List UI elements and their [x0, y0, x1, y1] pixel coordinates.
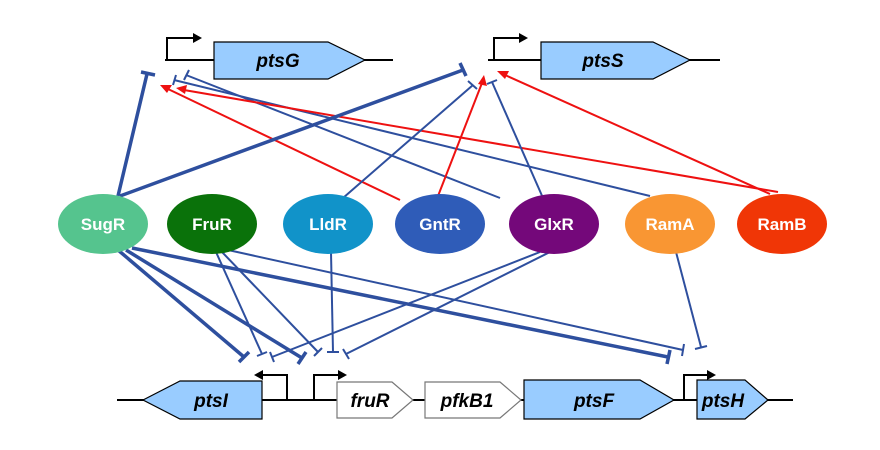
ptsG-promoter-arrowhead: [193, 33, 202, 43]
edge-RamA-ptsG-bar: [172, 74, 177, 86]
edge-SugR-ptsI-bar: [237, 350, 251, 364]
ptsS-operon: ptsS: [488, 33, 720, 80]
edge-SugR-ptsI: [116, 248, 246, 359]
node-LldR: LldR: [283, 194, 373, 254]
ptsS-label: ptsS: [581, 51, 624, 72]
bottom-operon: ptsI fruR pfkB1 ptsF ptsH: [117, 370, 793, 420]
node-GntR: GntR: [395, 194, 485, 254]
ptsI-promoter-arrowhead: [254, 370, 263, 380]
ptsH-promoter-arrow: [683, 374, 707, 400]
pfkB1-label: pfkB1: [440, 391, 494, 412]
fruR-gene-arrow: [336, 381, 414, 419]
ptsF-gene-arrow: [523, 379, 676, 420]
SugR-label: SugR: [81, 215, 125, 234]
edge-GlxR-fruR: [345, 251, 551, 355]
edge-SugR-fruR-bar: [296, 351, 308, 365]
edge-GntR-ptsS-head: [478, 75, 487, 86]
edge-SugR-ptsS-bar: [458, 62, 468, 77]
edge-SugR-ptsH-bar: [665, 349, 672, 365]
edge-GlxR-ptsS-bar: [486, 79, 498, 85]
ptsH-label: ptsH: [701, 391, 746, 412]
node-RamB: RamB: [737, 194, 827, 254]
regulatory-edges: [116, 62, 779, 365]
ptsG-gene-arrow: [213, 41, 367, 80]
SugR-ellipse: [58, 194, 148, 254]
RamA-ellipse: [625, 194, 715, 254]
GlxR-label: GlxR: [534, 215, 574, 234]
ptsI-promoter-arrow: [263, 374, 288, 400]
edge-FruR-fruR-bar: [313, 347, 323, 357]
edge-FruR-ptsI-bar: [256, 351, 268, 357]
ptsI-gene-arrow: [141, 380, 263, 420]
RamA-label: RamA: [645, 215, 694, 234]
FruR-ellipse: [167, 194, 257, 254]
ptsG-promoter-arrow: [166, 37, 193, 60]
edge-RamA-ptsH: [675, 251, 702, 348]
edge-RamB-ptsG: [183, 89, 779, 193]
edge-GlxR-ptsG: [185, 74, 501, 199]
edge-RamA-ptsH-bar: [694, 345, 708, 350]
ptsI-label: ptsI: [193, 391, 229, 412]
edge-FruR-ptsI: [215, 251, 263, 355]
LldR-label: LldR: [309, 215, 347, 234]
ptsH-gene-arrow: [696, 379, 769, 420]
pfkB1-gene-arrow: [424, 381, 522, 419]
edge-RamB-ptsG-head: [176, 85, 187, 94]
node-FruR: FruR: [167, 194, 257, 254]
edge-GlxR-ptsG-bar: [183, 69, 190, 81]
ptsH-promoter-arrowhead: [707, 370, 716, 380]
FruR-label: FruR: [192, 215, 232, 234]
edge-LldR-fruR: [330, 251, 334, 353]
ptsS-promoter-arrowhead: [519, 33, 528, 43]
LldR-ellipse: [283, 194, 373, 254]
edge-SugR-ptsS: [119, 68, 464, 198]
fruR-promoter-arrowhead: [338, 370, 347, 380]
edge-SugR-ptsG: [116, 73, 149, 197]
edge-SugR-fruR: [125, 248, 303, 360]
edge-GlxR-ptsI: [271, 251, 541, 358]
edge-GlxR-ptsS: [491, 81, 544, 199]
edge-FruR-fruR: [221, 251, 319, 353]
ptsF-label: ptsF: [573, 391, 616, 412]
GntR-ellipse: [395, 194, 485, 254]
edge-FruR-ptsH-bar: [681, 343, 685, 357]
node-GlxR: GlxR: [509, 194, 599, 254]
RamB-label: RamB: [757, 215, 806, 234]
edge-GntR-ptsG-head: [160, 85, 172, 93]
ptsG-label: ptsG: [255, 51, 300, 72]
edge-GlxR-ptsI-bar: [269, 351, 275, 363]
node-SugR: SugR: [58, 194, 148, 254]
fruR-label: fruR: [350, 391, 389, 412]
edge-RamB-ptsS: [504, 74, 771, 195]
node-RamA: RamA: [625, 194, 715, 254]
ptsS-gene-arrow: [540, 41, 692, 80]
RamB-ellipse: [737, 194, 827, 254]
edge-GntR-ptsS: [437, 82, 483, 197]
ptsG-operon: ptsG: [165, 33, 393, 80]
fruR-promoter-arrow: [313, 374, 338, 400]
edge-LldR-ptsS: [342, 84, 474, 199]
ptsS-promoter-arrow: [493, 37, 519, 60]
regulator-nodes: SugR FruR LldR GntR GlxR RamA RamB: [58, 194, 827, 254]
edge-RamB-ptsS-head: [497, 71, 509, 79]
edge-GlxR-fruR-bar: [342, 348, 350, 360]
edge-LldR-ptsS-bar: [467, 80, 478, 90]
edge-SugR-ptsG-bar: [140, 70, 156, 77]
GlxR-ellipse: [509, 194, 599, 254]
GntR-label: GntR: [419, 215, 461, 234]
